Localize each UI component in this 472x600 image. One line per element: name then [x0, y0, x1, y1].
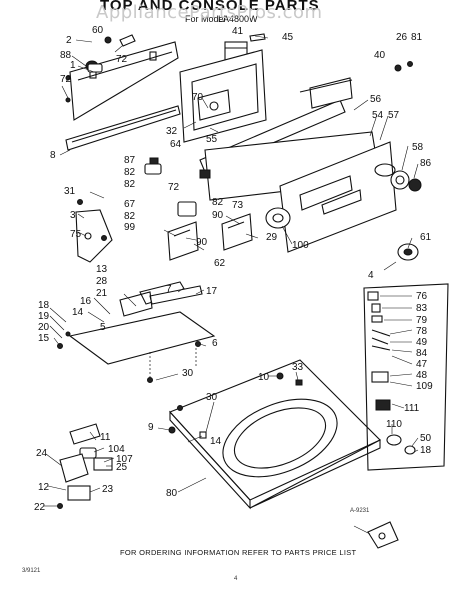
callout-label: 61 [420, 232, 432, 243]
callout-label: 9 [148, 422, 154, 433]
drawing-number: A-9231 [350, 508, 370, 514]
callout-label: 18 [420, 445, 432, 456]
callout-label: 25 [116, 462, 128, 473]
page-number: 4 [234, 576, 238, 582]
callout-label: 87 [124, 155, 136, 166]
part-drawings [57, 33, 449, 549]
callout-label: 104 [108, 444, 125, 455]
callout-label: 31 [64, 186, 76, 197]
callout-label: 22 [34, 502, 46, 513]
callout-label: 110 [386, 419, 402, 430]
callout-label: 17 [206, 286, 218, 297]
callout-label: 88 [60, 50, 72, 61]
model-number: LA4800W [218, 14, 258, 24]
callout-label: 41 [232, 26, 244, 37]
callout-label: 107 [116, 454, 133, 465]
callout-label: 72 [116, 54, 128, 65]
callout-label: 50 [420, 433, 432, 444]
callout-label: 86 [420, 158, 432, 169]
callout-label: 82 [124, 167, 136, 178]
callout-label: 32 [166, 126, 178, 137]
callout-label: 26 [396, 32, 408, 43]
callout-label: 19 [38, 311, 50, 322]
callout-label: 82 [124, 211, 136, 222]
callout-label: 82 [212, 197, 224, 208]
callout-label: 11 [100, 432, 111, 443]
callout-label: 80 [166, 488, 178, 499]
callout-label: 14 [72, 307, 84, 318]
callout-label: 1 [70, 60, 76, 71]
callout-label: 4 [368, 270, 374, 281]
callout-label: 7 [166, 284, 172, 295]
callout-label: 23 [102, 484, 114, 495]
callout-label: 83 [416, 303, 428, 314]
callout-label: 57 [388, 110, 400, 121]
callout-label: 109 [416, 381, 433, 392]
callout-label: 62 [214, 258, 226, 269]
leader-lines [44, 35, 419, 535]
callout-label: 45 [282, 32, 294, 43]
callout-label: 30 [206, 392, 218, 403]
callout-label: 111 [404, 403, 420, 414]
callout-label: 14 [210, 436, 222, 447]
callout-label: 99 [124, 222, 136, 233]
callout-label: 13 [96, 264, 108, 275]
callout-label: 3 [70, 210, 76, 221]
callout-label: 64 [170, 139, 182, 150]
callout-label: 67 [124, 199, 136, 210]
callout-label: 20 [38, 322, 50, 333]
watermark-text: AppliancePartsPros.com [96, 2, 323, 23]
callout-label: 84 [416, 348, 428, 359]
callout-labels: 2 60 88 1 72 8 41 45 26 81 72 40 70 32 6… [34, 25, 433, 513]
callout-label: 49 [416, 337, 428, 348]
callout-label: 48 [416, 370, 428, 381]
date-code: 3/9121 [22, 568, 41, 574]
callout-label: 6 [212, 338, 218, 349]
callout-label: 81 [411, 32, 423, 43]
callout-label: 82 [124, 179, 136, 190]
callout-label: 21 [96, 288, 108, 299]
callout-label: 100 [292, 240, 309, 251]
callout-label: 75 [70, 229, 82, 240]
callout-label: 56 [370, 94, 382, 105]
callout-label: 70 [192, 92, 204, 103]
callout-label: 73 [232, 200, 244, 211]
model-prefix: For Model [185, 14, 226, 24]
callout-label: 30 [182, 368, 194, 379]
callout-label: 55 [206, 134, 218, 145]
callout-label: 33 [292, 362, 304, 373]
callout-label: 58 [412, 142, 424, 153]
callout-label: 5 [100, 322, 106, 333]
callout-label: 16 [80, 296, 92, 307]
callout-label: 78 [416, 326, 428, 337]
callout-label: 10 [258, 372, 270, 383]
callout-label: 47 [416, 359, 428, 370]
callout-label: 79 [416, 315, 428, 326]
callout-label: 72 [168, 182, 180, 193]
callout-label: 54 [372, 110, 384, 121]
callout-label: 15 [38, 333, 50, 344]
callout-label: 60 [92, 25, 104, 36]
callout-label: 8 [50, 150, 56, 161]
callout-label: 2 [66, 35, 72, 46]
callout-label: 76 [416, 291, 428, 302]
callout-label: 29 [266, 232, 278, 243]
callout-label: 90 [212, 210, 224, 221]
callout-label: 90 [196, 237, 208, 248]
callout-label: 24 [36, 448, 48, 459]
callout-label: 40 [374, 50, 386, 61]
ordering-note: FOR ORDERING INFORMATION REFER TO PARTS … [120, 548, 357, 557]
diagram-title: TOP AND CONSOLE PARTS [100, 0, 320, 14]
callout-label: 28 [96, 276, 108, 287]
callout-label: 72 [60, 74, 72, 85]
callout-label: 12 [38, 482, 50, 493]
callout-label: 18 [38, 300, 50, 311]
